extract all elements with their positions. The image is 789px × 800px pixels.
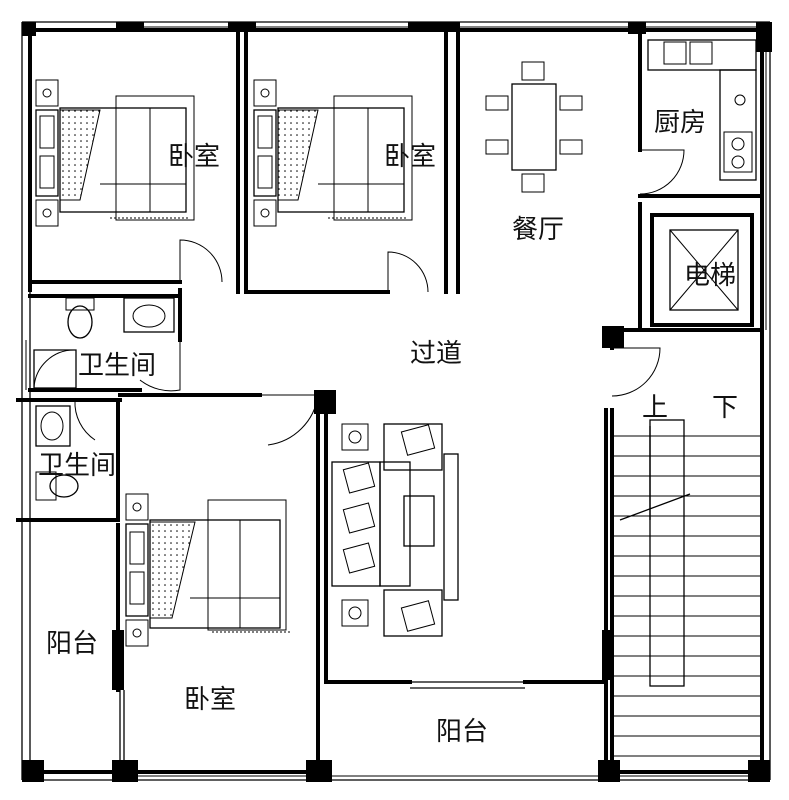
windows bbox=[25, 26, 767, 777]
room-labels: 卧室 卧室 厨房 餐厅 电梯 过道 卫生间 卫生间 阳台 卧室 阳台 上 下 bbox=[38, 108, 738, 747]
bed-1 bbox=[35, 79, 195, 227]
dining-table bbox=[485, 61, 583, 193]
stairs-down-label: 下 bbox=[712, 393, 738, 423]
bed-3 bbox=[125, 493, 290, 647]
bed-2 bbox=[253, 79, 413, 227]
bedroom-3-label: 卧室 bbox=[184, 685, 236, 715]
bathroom-1-label: 卫生间 bbox=[78, 351, 156, 381]
bathroom-2-fixtures bbox=[35, 405, 79, 501]
elevator-label: 电梯 bbox=[684, 261, 736, 291]
bedroom-2-label: 卧室 bbox=[384, 142, 436, 172]
living-sofa-set bbox=[331, 423, 459, 637]
dining-label: 餐厅 bbox=[512, 215, 564, 245]
columns bbox=[22, 22, 772, 782]
bedroom-1-label: 卧室 bbox=[168, 142, 220, 172]
stairs-up-label: 上 bbox=[642, 393, 668, 423]
walls bbox=[16, 21, 771, 782]
kitchen-fixtures bbox=[647, 39, 757, 181]
kitchen-label: 厨房 bbox=[654, 108, 706, 138]
staircase bbox=[614, 419, 760, 757]
elevator-car bbox=[669, 229, 739, 311]
doors bbox=[74, 149, 685, 446]
balcony-left-label: 阳台 bbox=[46, 629, 98, 659]
balcony-bottom-label: 阳台 bbox=[436, 717, 488, 747]
corridor-label: 过道 bbox=[410, 339, 462, 369]
bathroom-2-label: 卫生间 bbox=[38, 451, 116, 481]
bathroom-1-fixtures bbox=[33, 297, 175, 389]
